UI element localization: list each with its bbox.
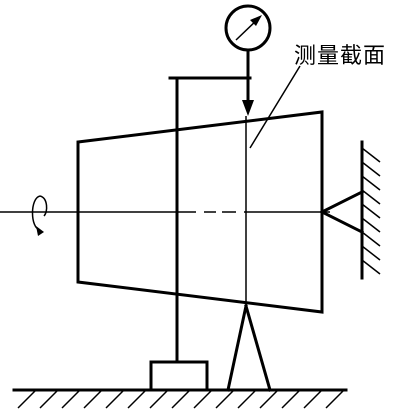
stand-base [149, 360, 209, 392]
tapered-workpiece [76, 110, 324, 314]
hatched-wall-icon [360, 140, 381, 280]
right-center-point [319, 189, 365, 235]
probe-tip [242, 100, 254, 116]
ground-hatching [17, 389, 345, 409]
v-support [226, 304, 272, 392]
rotation-arrow-icon [31, 195, 48, 236]
hatched-ground-icon [12, 388, 348, 409]
measuring-section-label: 测量截面 [294, 44, 387, 69]
label-leader-line [249, 65, 301, 149]
dial-indicator-icon [224, 4, 272, 116]
